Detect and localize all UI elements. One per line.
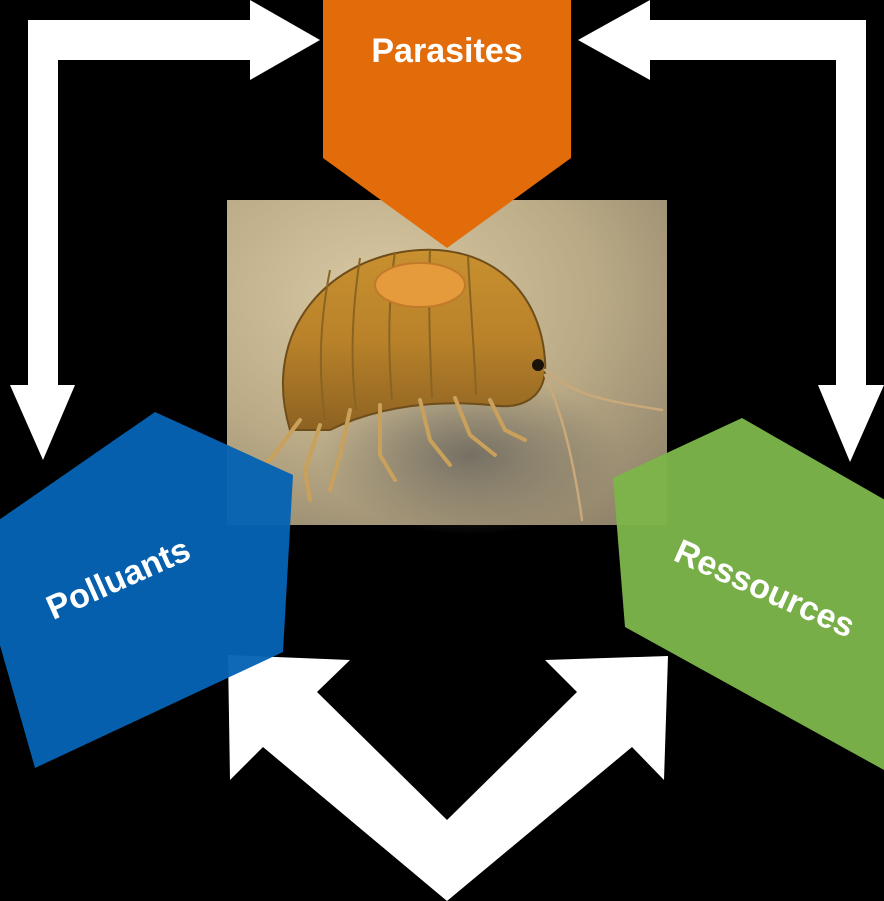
node-parasites-label: Parasites — [371, 32, 522, 70]
amphipod-photo — [227, 200, 667, 535]
